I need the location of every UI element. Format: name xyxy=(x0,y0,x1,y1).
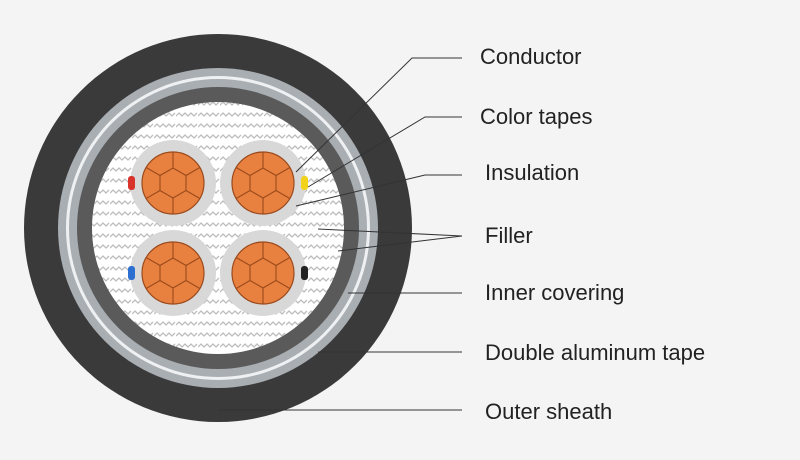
leader-conductor xyxy=(295,57,462,173)
label-double-aluminum-tape: Double aluminum tape xyxy=(485,340,705,365)
cores-group xyxy=(128,140,308,316)
conductor-strand-line xyxy=(275,257,291,266)
conductor-strand-line xyxy=(145,257,161,266)
leader-color-tapes xyxy=(307,116,462,188)
core-top-left xyxy=(128,140,216,226)
label-conductor: Conductor xyxy=(480,44,582,69)
color-tape-marker xyxy=(128,176,135,190)
core-bottom-left xyxy=(128,230,216,316)
leader-filler-2 xyxy=(337,235,463,252)
label-filler: Filler xyxy=(485,223,533,248)
label-color-tapes: Color tapes xyxy=(480,104,593,129)
label-inner-covering: Inner covering xyxy=(485,280,624,305)
conductor-strand-line xyxy=(275,190,291,199)
conductor-strand-line xyxy=(185,257,201,266)
conductor-strand-line xyxy=(185,190,201,199)
color-tape-marker xyxy=(128,266,135,280)
label-outer-sheath: Outer sheath xyxy=(485,399,612,424)
leader-filler-1 xyxy=(317,228,463,237)
core-bottom-right xyxy=(220,230,308,316)
conductor-strand-line xyxy=(235,190,251,199)
filler-area xyxy=(92,102,344,354)
conductor-strand-line xyxy=(145,280,161,289)
conductor-strand-line xyxy=(235,167,251,176)
color-tape-marker xyxy=(301,176,308,190)
conductor-strand-line xyxy=(235,280,251,289)
conductor-strand-line xyxy=(145,190,161,199)
conductor-strand-line xyxy=(185,167,201,176)
conductor-strand-line xyxy=(275,280,291,289)
leader-lines xyxy=(218,57,463,411)
conductor-strand-line xyxy=(235,257,251,266)
leader-insulation xyxy=(295,174,462,207)
core-top-right xyxy=(220,140,308,226)
conductor-strand-line xyxy=(145,167,161,176)
conductor-strand-line xyxy=(275,167,291,176)
color-tape-marker xyxy=(301,266,308,280)
conductor-strand-line xyxy=(185,280,201,289)
label-insulation: Insulation xyxy=(485,160,579,185)
